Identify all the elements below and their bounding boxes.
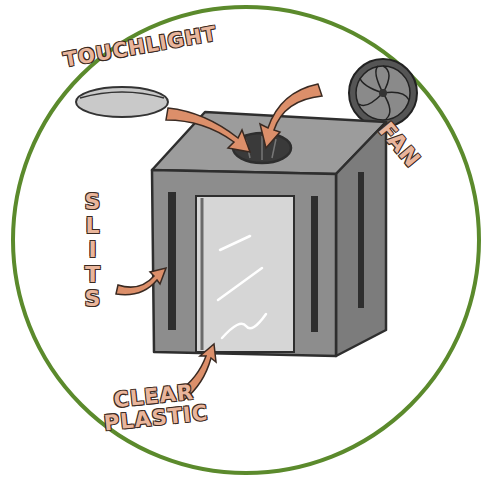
box-enclosure <box>152 112 386 356</box>
part-label: SLITS <box>82 190 104 311</box>
touchlight-disk <box>76 87 168 117</box>
clear-plastic-window <box>196 196 294 352</box>
arrows <box>116 84 322 400</box>
fan-icon <box>349 59 417 127</box>
part-label: CLEAR PLASTIC <box>88 378 222 435</box>
slits <box>168 172 364 332</box>
frame-circle <box>13 7 479 473</box>
